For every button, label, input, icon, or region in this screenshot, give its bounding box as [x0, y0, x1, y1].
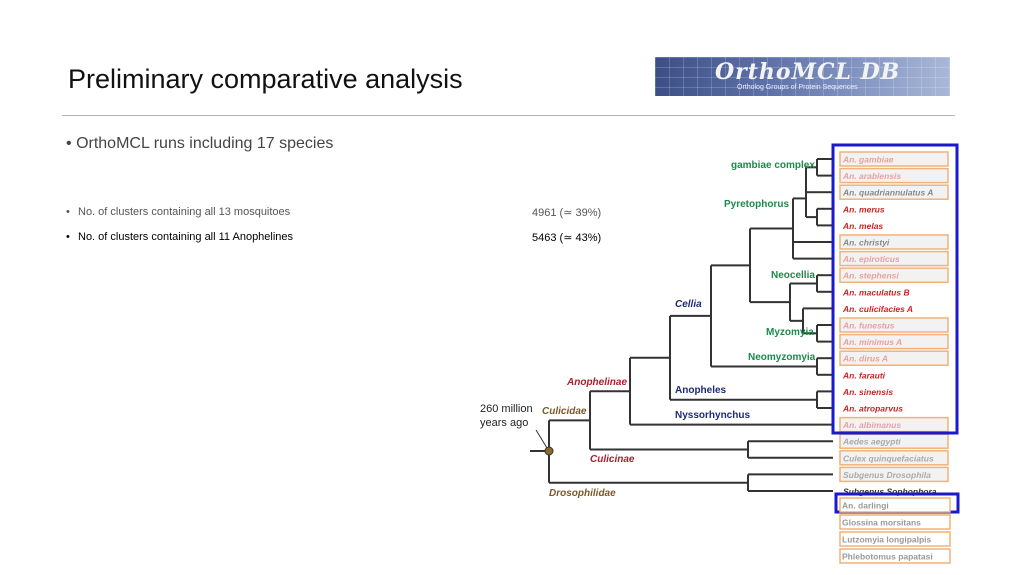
species-label: An. funestus [842, 321, 895, 331]
species-label: An. maculatus B [842, 287, 910, 297]
species-label: Subgenus Drosophila [843, 470, 931, 480]
clade-labels: gambiae complex Pyretophorus Neocellia C… [480, 160, 816, 499]
species-label: An. stephensi [842, 271, 899, 281]
stat-value: 4961 (≃ 39%) [532, 207, 602, 219]
extra-species-box [839, 514, 951, 530]
species-label-box [839, 466, 949, 483]
species-label-box [839, 151, 949, 167]
species-label: An. merus [842, 204, 885, 214]
species-label: An. epiroticus [842, 254, 900, 264]
stat-row-anophelines: • No. of clusters containing all 11 Anoph… [66, 231, 601, 244]
extra-species-label: Lutzomyia longipalpis [842, 535, 932, 545]
clade-drosophilidae: Drosophilidae [549, 488, 616, 499]
clade-anophelinae: Anophelinae [566, 377, 627, 388]
root-node-marker [544, 446, 554, 456]
species-label: An. albimanus [842, 420, 901, 430]
logo-title: OrthoMCL DB [715, 59, 901, 85]
orthomcl-logo: OrthoMCL DB Ortholog Groups of Protein S… [655, 57, 950, 96]
species-label-box [839, 234, 949, 250]
extra-species-label: Glossina morsitans [842, 518, 921, 528]
species-label: An. gambiae [842, 155, 894, 165]
stat-label: No. of clusters containing all 13 mosqui… [78, 206, 291, 218]
species-label: Culex quinquefaciatus [843, 453, 934, 463]
clade-cellia: Cellia [675, 299, 702, 310]
clade-neomyzomyia: Neomyzomyia [748, 352, 816, 363]
clade-myzomyia: Myzomyia [766, 327, 814, 338]
species-label: An. farauti [842, 370, 886, 380]
species-label: Subgenus Sophophora [843, 487, 937, 497]
species-label: Aedes aegypti [842, 437, 901, 447]
stat-value: 5463 (≃ 43%) [532, 232, 602, 244]
species-label: An. dirus A [842, 354, 888, 364]
species-label-box [839, 450, 949, 466]
species-label: An. minimus A [842, 337, 902, 347]
clade-anopheles: Anopheles [675, 385, 727, 396]
extra-species-label: An. darlingi [842, 501, 889, 511]
species-label: An. atroparvus [842, 404, 903, 414]
clade-culicinae: Culicinae [590, 454, 635, 465]
logo-grid-pattern [655, 57, 950, 96]
anopheles-highlight-box [831, 143, 959, 435]
species-label-box [839, 167, 949, 184]
clade-culicidae: Culicidae [542, 406, 587, 417]
species-label-box [839, 184, 949, 200]
species-label-box [839, 250, 949, 267]
extra-species-box [839, 497, 951, 513]
main-bullet: • OrthoMCL runs including 17 species [66, 135, 333, 153]
clade-nyssorhynchus: Nyssorhynchus [675, 410, 750, 421]
tree-branches [530, 158, 833, 492]
stat-row-mosquitoes: • No. of clusters containing all 13 mosqu… [66, 206, 601, 219]
age-label-line1: 260 million [480, 403, 533, 415]
species-label: An. arabiensis [842, 171, 901, 181]
species-label-box [839, 333, 949, 350]
bullet-symbol: • [66, 206, 70, 218]
species-label: An. quadriannulatus A [842, 188, 933, 198]
species-label: An. melas [842, 221, 883, 231]
clade-gambiae-complex: gambiae complex [731, 160, 815, 171]
species-label-box [839, 267, 949, 283]
species-label: An. sinensis [842, 387, 893, 397]
species-label: An. christyi [842, 238, 890, 248]
species-label: An. culicifacies A [842, 304, 913, 314]
extra-species-box [839, 531, 951, 547]
slide-title: Preliminary comparative analysis [68, 64, 463, 94]
age-label-line2: years ago [480, 417, 528, 429]
species-label-box [839, 350, 949, 366]
bullet-symbol: • [66, 135, 72, 152]
stat-label: No. of clusters containing all 11 Anophe… [78, 231, 294, 243]
title-divider [62, 115, 955, 116]
extra-species-box [839, 548, 951, 564]
clade-neocellia: Neocellia [771, 270, 815, 281]
age-pointer-line [535, 429, 548, 449]
bullet-symbol: • [66, 231, 70, 243]
logo-subtitle: Ortholog Groups of Protein Sequences [737, 84, 858, 91]
species-label-box [839, 317, 949, 333]
clade-pyretophorus: Pyretophorus [724, 199, 789, 210]
extra-species-label: Phlebotomus papatasi [842, 552, 933, 562]
main-bullet-text: OrthoMCL runs including 17 species [76, 135, 334, 152]
